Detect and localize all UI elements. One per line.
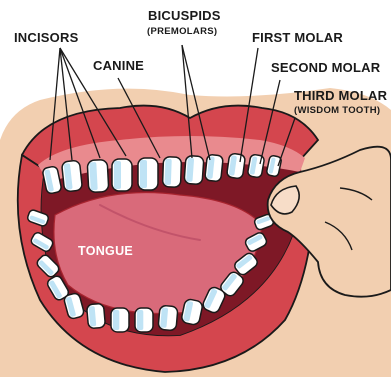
label-second-molar: SECOND MOLAR [271, 60, 380, 75]
upper-tooth-5-shading [140, 160, 147, 188]
lower-tooth-7-shading [113, 310, 119, 330]
upper-tooth-4-shading [114, 161, 121, 189]
upper-tooth-4 [112, 159, 132, 191]
label-tongue: TONGUE [78, 244, 133, 258]
label-premolars: (PREMOLARS) [147, 26, 217, 37]
upper-tooth-6 [162, 157, 181, 188]
label-first-molar: FIRST MOLAR [252, 30, 343, 45]
upper-tooth-7 [184, 155, 204, 184]
lower-tooth-9 [158, 305, 178, 330]
lower-tooth-6 [86, 303, 105, 328]
upper-tooth-5 [138, 158, 158, 190]
label-third-molar: THIRD MOLAR [294, 88, 387, 103]
label-canine: CANINE [93, 58, 144, 73]
upper-tooth-2 [61, 160, 82, 192]
upper-tooth-3 [87, 159, 109, 192]
label-incisors: INCISORS [14, 30, 78, 45]
label-wisdom-tooth: (WISDOM TOOTH) [294, 105, 380, 116]
lower-tooth-7 [111, 308, 129, 332]
lower-tooth-8 [135, 308, 153, 332]
upper-tooth-9 [226, 153, 245, 179]
upper-tooth-8 [205, 154, 224, 182]
upper-tooth-6-shading [165, 159, 172, 185]
label-bicuspids: BICUSPIDS [148, 8, 221, 23]
lower-tooth-8-shading [137, 310, 143, 330]
upper-tooth-3-shading [89, 162, 97, 190]
